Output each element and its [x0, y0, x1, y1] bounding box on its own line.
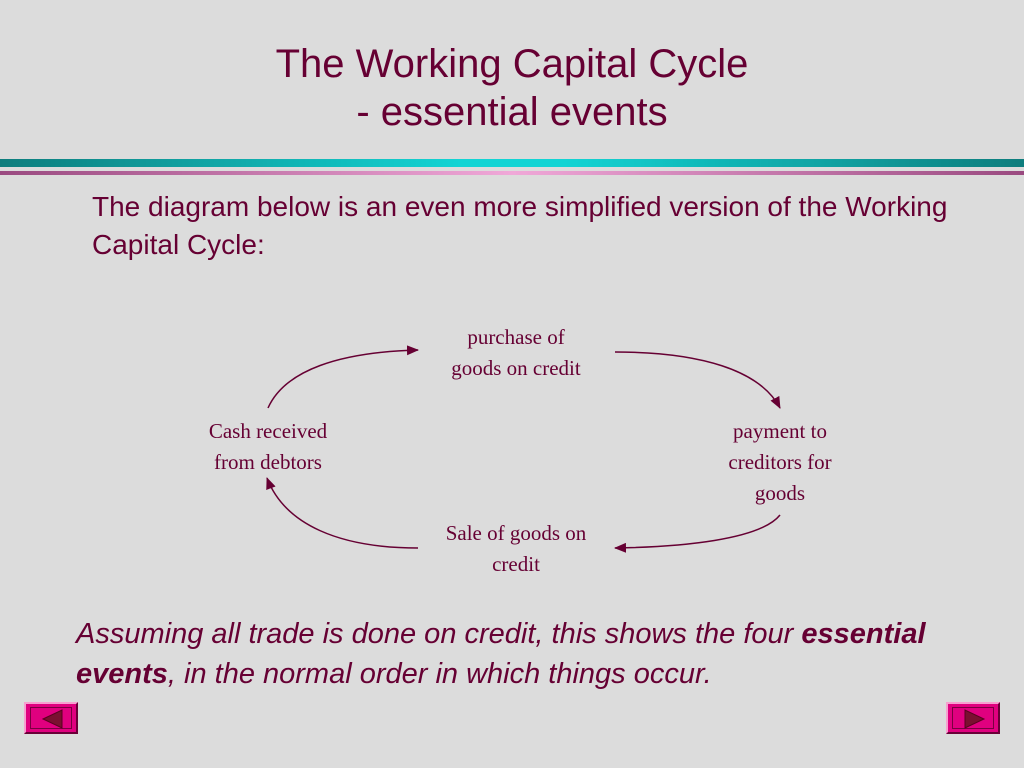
slide-title-line1: The Working Capital Cycle	[275, 42, 749, 86]
node-payment: payment to creditors for goods	[690, 416, 870, 509]
node-payment-line1: payment to	[733, 419, 827, 443]
node-sale-line1: Sale of goods on	[445, 521, 587, 545]
node-cash-line1: Cash received	[208, 419, 328, 443]
conclusion-text: Assuming all trade is done on credit, th…	[76, 614, 1006, 694]
node-purchase-line1: purchase of	[467, 325, 565, 349]
slide-title: The Working Capital Cycle - essential ev…	[0, 40, 1024, 136]
slide-title-line2: - essential events	[356, 90, 668, 134]
next-slide-button[interactable]	[946, 702, 1000, 734]
conclusion-before: Assuming all trade is done on credit, th…	[76, 618, 802, 650]
arrow-payment-to-sale	[614, 514, 781, 553]
arrow-sale-to-cash	[266, 477, 419, 549]
node-sale-line2: credit	[492, 552, 540, 576]
conclusion-after: , in the normal order in which things oc…	[167, 658, 712, 690]
intro-text: The diagram below is an even more simpli…	[92, 191, 948, 260]
node-purchase: purchase of goods on credit	[416, 322, 616, 384]
node-cash-line2: from debtors	[214, 450, 322, 474]
teal-rule	[0, 159, 1024, 167]
node-cash: Cash received from debtors	[178, 416, 358, 478]
title-divider	[0, 159, 1024, 175]
arrow-cash-to-purchase	[267, 345, 419, 409]
node-payment-line3: goods	[754, 481, 806, 505]
triangle-left-icon	[41, 709, 63, 729]
arrow-purchase-to-payment	[614, 351, 781, 409]
pink-rule	[0, 171, 1024, 175]
triangle-right-icon	[964, 709, 986, 729]
node-payment-line2: creditors for	[728, 450, 832, 474]
node-purchase-line2: goods on credit	[451, 356, 581, 380]
node-sale: Sale of goods on credit	[406, 518, 626, 580]
previous-slide-button[interactable]	[24, 702, 78, 734]
conclusion-bold: essential events	[76, 618, 926, 690]
